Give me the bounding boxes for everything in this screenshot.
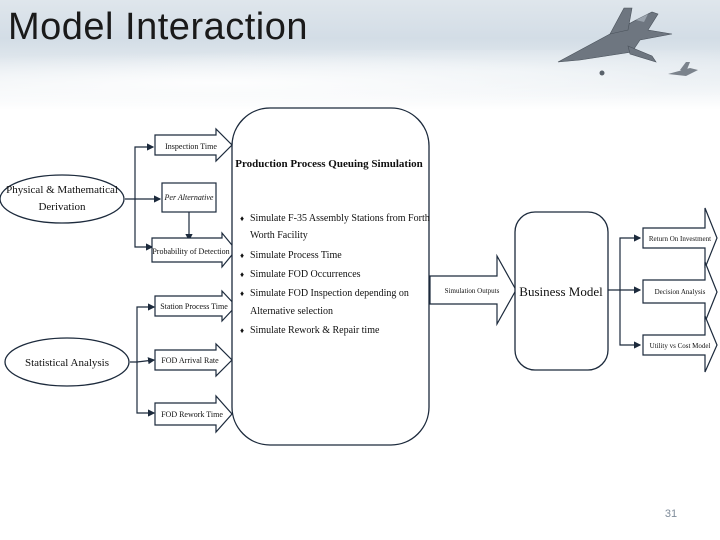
decision-analysis-label: Decision Analysis — [655, 288, 706, 296]
bullet-1-line1: Simulate F-35 Assembly Stations from For… — [250, 213, 430, 224]
bullet-glyph: ♦ — [240, 326, 244, 335]
bullet-glyph: ♦ — [240, 214, 244, 223]
bullet-5: Simulate Rework & Repair time — [250, 325, 380, 336]
bullet-glyph: ♦ — [240, 289, 244, 298]
fod-rework-time-arrow — [154, 394, 233, 434]
bullet-4-line1: Simulate FOD Inspection depending on — [250, 288, 409, 299]
bullet-glyph: ♦ — [240, 270, 244, 279]
utility-vs-cost-arrow — [642, 315, 718, 373]
input-arrows — [151, 127, 237, 434]
bullet-4-line2: Alternative selection — [250, 306, 333, 317]
slide-number: 31 — [664, 508, 678, 520]
probability-detection-label: Probability of Detection — [152, 247, 229, 256]
output-arrows — [642, 207, 718, 373]
return-on-investment-label: Return On Investment — [649, 235, 711, 243]
fod-arrival-rate-label: FOD Arrival Rate — [161, 356, 219, 365]
per-alternative-label: Per Alternative — [164, 193, 214, 202]
bullet-glyph: ♦ — [240, 251, 244, 260]
physical-derivation-node — [0, 174, 125, 224]
cloud-haze — [0, 50, 720, 105]
bullet-1-line2: Worth Facility — [250, 230, 308, 241]
inspection-time-arrow — [154, 127, 233, 163]
connector-lines — [125, 143, 642, 417]
fod-rework-time-label: FOD Rework Time — [161, 410, 223, 419]
physical-derivation-label-line1: Physical & Mathematical — [6, 184, 118, 196]
simulation-title: Production Process Queuing Simulation — [235, 158, 423, 170]
utility-vs-cost-label: Utility vs Cost Model — [650, 342, 711, 350]
statistical-analysis-label: Statistical Analysis — [25, 357, 109, 369]
inspection-time-label: Inspection Time — [165, 142, 217, 151]
probability-detection-arrow — [151, 231, 237, 269]
per-alternative-box — [161, 182, 217, 213]
simulation-outputs-arrow — [429, 253, 517, 327]
business-model-block — [514, 211, 609, 371]
station-process-time-label: Station Process Time — [160, 302, 228, 311]
business-model-label: Business Model — [519, 284, 603, 299]
fighter-jet-image — [557, 7, 698, 76]
simulation-bullet-list: ♦ Simulate F-35 Assembly Stations from F… — [240, 213, 430, 336]
decision-analysis-arrow — [642, 261, 718, 323]
fod-arrival-rate-arrow — [154, 342, 233, 378]
simulation-outputs-label: Simulation Outputs — [445, 287, 500, 295]
statistical-analysis-node — [4, 337, 130, 387]
bullet-2: Simulate Process Time — [250, 250, 342, 261]
station-process-time-arrow — [154, 289, 237, 323]
bullet-3: Simulate FOD Occurrences — [250, 269, 361, 280]
slide-title: Model Interaction — [8, 6, 308, 48]
return-on-investment-arrow — [642, 207, 718, 269]
physical-derivation-label-line2: Derivation — [38, 201, 86, 213]
simulation-block — [231, 107, 430, 446]
